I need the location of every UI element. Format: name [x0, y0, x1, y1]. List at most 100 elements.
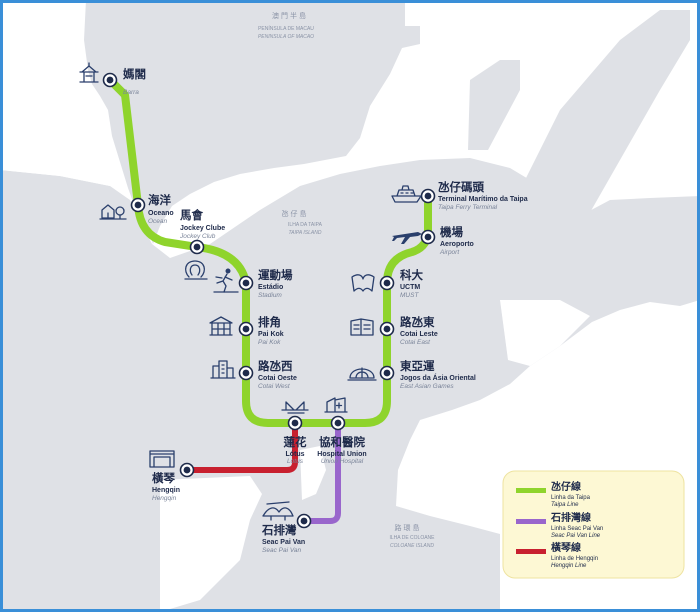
area-macau-pt: PENÍNSULA DE MACAU	[258, 25, 314, 32]
station-dot	[242, 369, 250, 377]
station-dot	[300, 517, 308, 525]
hospital-icon	[324, 397, 348, 413]
area-macau-en: PENINSULA OF MACAO	[258, 34, 314, 40]
ferry-icon	[391, 185, 422, 203]
station-dots	[102, 72, 436, 529]
station-name-en: Lotus	[287, 458, 304, 465]
station-name-zh: 馬會	[180, 208, 203, 222]
station-name-zh: 協和醫院	[319, 435, 365, 449]
station-name-zh: 機場	[440, 225, 463, 239]
station-label-east-asian[interactable]: 東亞運 Jogos da Ásia Oriental East Asian Ga…	[400, 359, 476, 390]
metro-lines	[106, 76, 432, 524]
airport-water	[500, 300, 590, 366]
station-marker-hospital[interactable]	[330, 415, 346, 431]
station-label-ferry[interactable]: 氹仔碼頭 Terminal Marítimo da Taipa Taipa Fe…	[438, 180, 528, 211]
gate-icon	[149, 450, 175, 468]
station-dot	[334, 419, 342, 427]
station-name-pt: Hengqin	[152, 487, 180, 494]
pavilion-icon	[209, 316, 233, 336]
dome-icon	[347, 367, 377, 381]
station-name-en: Hengqin	[152, 495, 177, 502]
station-name-pt: Seac Pai Van	[262, 539, 305, 546]
station-name-zh: 東亞運	[400, 359, 435, 373]
station-marker-aeroporto[interactable]	[420, 229, 436, 245]
station-name-pt: Lótus	[285, 451, 304, 458]
station-label-hengqin[interactable]: 橫琴 Hengqin Hengqin	[152, 471, 180, 502]
station-name-pt: Barra	[123, 89, 139, 96]
area-macau-zh: 澳門半島	[272, 11, 308, 20]
station-name-pt: Hospital Union	[317, 451, 366, 458]
legend: 氹仔線 Linha da Taipa Taipa Line 石排灣線 Linha…	[502, 470, 685, 579]
airport-runway	[520, 10, 690, 250]
station-label-barra[interactable]: 媽閣 Barra	[122, 67, 146, 96]
station-name-en: Union Hospital	[321, 458, 364, 465]
station-name-en: Jockey Club	[179, 233, 216, 240]
legend-item-hengqin: 橫琴線 Linha de Hengqin Hengqin Line	[516, 541, 598, 569]
station-name-pt: Jockey Clube	[180, 225, 225, 232]
station-label-seac-pai-van[interactable]: 石排灣 Seac Pai Van Seac Pai Van	[261, 523, 305, 554]
station-dot	[383, 279, 391, 287]
book-icon	[350, 318, 374, 336]
area-coloane-pt: ILHA DE COLOANE	[389, 535, 435, 541]
station-marker-lotus[interactable]	[287, 415, 303, 431]
inner-harbour-channel	[3, 100, 128, 188]
station-name-en: Taipa Ferry Terminal	[438, 204, 498, 211]
station-name-zh: 橫琴	[152, 471, 175, 485]
hengqin-land	[3, 420, 160, 609]
station-name-pt: Estádio	[258, 284, 283, 291]
station-label-cotai-oeste[interactable]: 路氹西 Cotai Oeste Cotai West	[258, 359, 297, 390]
hills-icon	[262, 501, 294, 521]
station-name-pt: Oceano	[148, 210, 174, 217]
station-marker-paikok[interactable]	[238, 321, 254, 337]
station-name-pt: Terminal Marítimo da Taipa	[438, 196, 528, 203]
station-label-lotus[interactable]: 蓮花 Lótus Lotus	[284, 435, 307, 465]
area-taipa-zh: 氹仔島	[282, 209, 309, 218]
station-dot	[424, 233, 432, 241]
legend-item-seac-pai-van: 石排灣線 Linha Seac Pai Van Seac Pai Van Lin…	[516, 511, 603, 539]
station-marker-estadio[interactable]	[238, 275, 254, 291]
station-label-aeroporto[interactable]: 機場 Aeroporto Airport	[439, 225, 474, 256]
legend-zh: 橫琴線	[551, 541, 581, 554]
station-marker-jockey[interactable]	[189, 239, 205, 255]
station-name-zh: 路氹東	[400, 315, 435, 329]
station-marker-must[interactable]	[379, 275, 395, 291]
station-label-hospital[interactable]: 協和醫院 Hospital Union Union Hospital	[317, 435, 366, 465]
station-label-jockey[interactable]: 馬會 Jockey Clube Jockey Club	[179, 208, 225, 240]
open-book-icon	[351, 274, 375, 292]
coloane-west-water	[160, 476, 262, 609]
station-label-oceano[interactable]: 海洋 Oceano Ocean	[148, 193, 174, 225]
legend-en: Taipa Line	[551, 502, 579, 508]
station-label-cotai-leste[interactable]: 路氹東 Cotai Leste Cotai East	[400, 315, 438, 346]
station-name-zh: 路氹西	[258, 359, 293, 373]
landmark-icons	[79, 62, 422, 521]
airplane-icon	[392, 232, 422, 244]
station-marker-oceano[interactable]	[130, 197, 146, 213]
station-marker-barra[interactable]	[102, 72, 118, 88]
buildings-icon	[210, 360, 236, 379]
ferry-pier-land	[468, 60, 520, 150]
macau-peninsula-land	[84, 3, 420, 244]
station-name-en: MUST	[400, 292, 419, 299]
station-marker-cotai-leste[interactable]	[379, 321, 395, 337]
legend-en: Seac Pai Van Line	[551, 533, 601, 539]
station-marker-cotai-oeste[interactable]	[238, 365, 254, 381]
station-marker-hengqin[interactable]	[179, 462, 195, 478]
station-name-en: Airport	[439, 249, 460, 256]
station-marker-east-asian[interactable]	[379, 365, 395, 381]
station-name-zh: 運動場	[258, 268, 293, 282]
station-name-en: Ocean	[148, 218, 168, 225]
station-label-must[interactable]: 科大 UCTM MUST	[400, 268, 423, 299]
bridge-icon	[281, 401, 309, 414]
station-label-estadio[interactable]: 運動場 Estádio Stadium	[258, 268, 293, 299]
legend-pt: Linha de Hengqin	[551, 556, 598, 562]
area-labels: 澳門半島 PENÍNSULA DE MACAU PENINSULA OF MAC…	[258, 11, 435, 549]
station-marker-ferry[interactable]	[420, 188, 436, 204]
station-marker-seac-pai-van[interactable]	[296, 513, 312, 529]
station-label-paikok[interactable]: 排角 Pai Kok Pai Kok	[258, 315, 284, 346]
station-name-en: Stadium	[258, 292, 282, 299]
station-dot	[424, 192, 432, 200]
station-name-zh: 氹仔碼頭	[438, 180, 484, 194]
horseshoe-icon	[184, 260, 208, 280]
legend-pt: Linha Seac Pai Van	[551, 526, 603, 532]
station-name-en: Cotai East	[400, 339, 431, 346]
